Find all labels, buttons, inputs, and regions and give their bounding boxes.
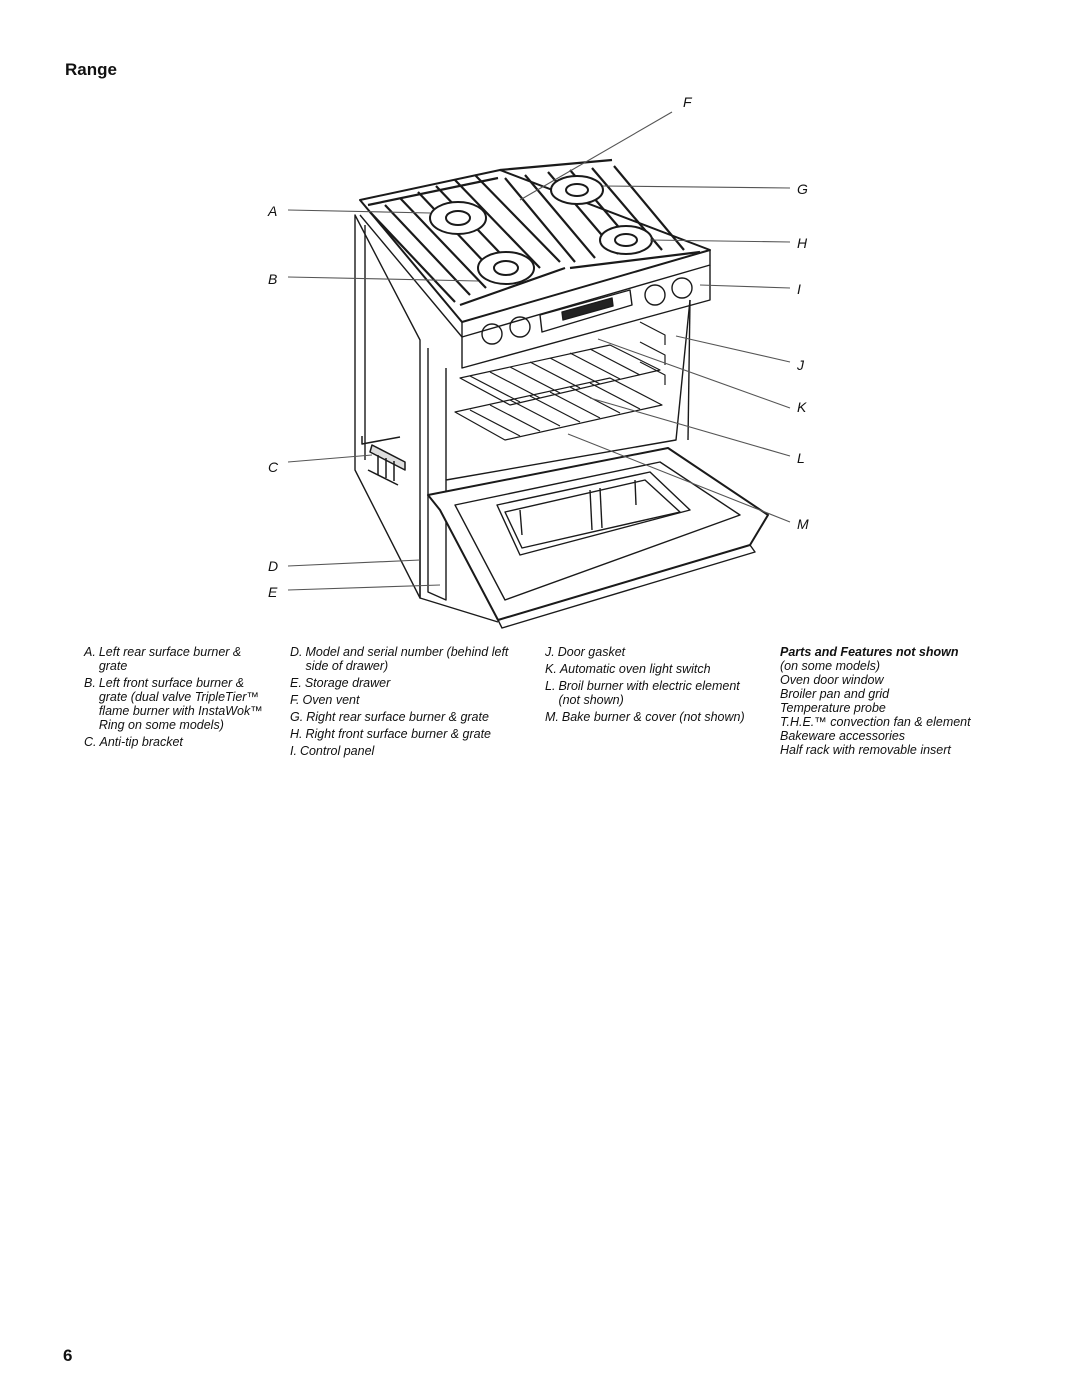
not-shown-heading: Parts and Features not shown [780, 645, 959, 659]
range-illustration [287, 111, 791, 629]
callout-g: G [797, 181, 808, 197]
callout-d: D [268, 558, 279, 574]
legend-item: J.Door gasket [545, 645, 626, 659]
legend-item: D.Model and serial number (behind left s… [290, 645, 509, 673]
legend-item: E.Storage drawer [290, 676, 391, 690]
legend-item: C.Anti-tip bracket [84, 735, 183, 749]
not-shown-item: Half rack with removable insert [780, 743, 951, 757]
legend-item: F.Oven vent [290, 693, 360, 707]
legend-column-1: A.Left rear surface burner & grate B.Lef… [84, 645, 264, 752]
legend-item: M.Bake burner & cover (not shown) [545, 710, 745, 724]
legend-item: G.Right rear surface burner & grate [290, 710, 489, 724]
not-shown-item: Bakeware accessories [780, 729, 906, 743]
callout-e: E [268, 584, 278, 600]
legend-item: H.Right front surface burner & grate [290, 727, 492, 741]
callout-m: M [797, 516, 809, 532]
callout-b: B [268, 271, 278, 287]
callout-i: I [797, 281, 801, 297]
not-shown-item: (on some models) [780, 659, 881, 673]
not-shown-item: Oven door window [780, 673, 884, 687]
callout-c: C [268, 459, 279, 475]
callout-a: A [268, 203, 278, 219]
not-shown-item: T.H.E.™ convection fan & element [780, 715, 971, 729]
section-title: Range [65, 60, 117, 79]
callout-l: L [797, 450, 805, 466]
callout-f: F [683, 94, 692, 110]
legend-column-3: J.Door gasket K.Automatic oven light swi… [545, 645, 745, 727]
legend-item: L.Broil burner with electric element (no… [545, 679, 740, 707]
legend-item: A.Left rear surface burner & grate [84, 645, 242, 673]
callout-h: H [797, 235, 808, 251]
legend-column-2: D.Model and serial number (behind left s… [290, 645, 525, 761]
page-number: 6 [63, 1346, 73, 1365]
legend-item: K.Automatic oven light switch [545, 662, 711, 676]
legend-item: I.Control panel [290, 744, 375, 758]
not-shown-item: Broiler pan and grid [780, 687, 890, 701]
callout-j: J [797, 357, 804, 373]
legend-item: B.Left front surface burner & grate (dua… [84, 676, 263, 732]
not-shown-item: Temperature probe [780, 701, 886, 715]
legend-column-4: Parts and Features not shown (on some mo… [780, 645, 1020, 757]
callout-k: K [797, 399, 807, 415]
